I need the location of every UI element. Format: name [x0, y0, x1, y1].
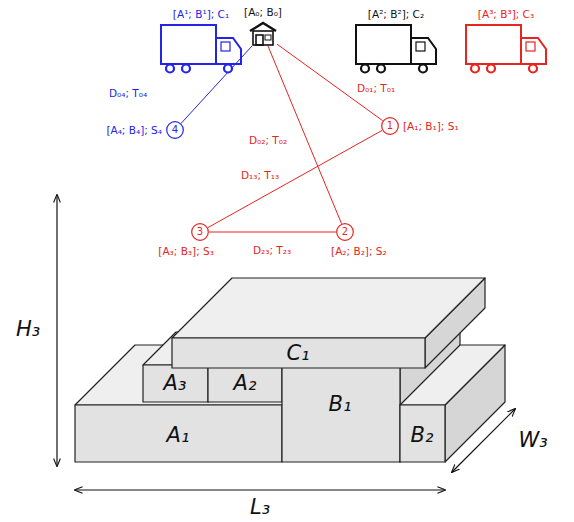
depot-roof [250, 23, 276, 31]
truck-wheel [224, 65, 232, 73]
truck-wheel [487, 65, 495, 73]
truck-cab [216, 38, 241, 64]
box-label: C₁ [286, 342, 309, 365]
box-label: B₁ [329, 393, 352, 416]
truck-window [416, 42, 425, 51]
truck-cab [411, 38, 436, 64]
truck-wheel [182, 65, 190, 73]
truck-cargo [161, 25, 216, 64]
box-label: A₃ [164, 372, 187, 395]
depot-window [265, 35, 271, 40]
truck-wheel [166, 65, 174, 73]
customer-node: 3[A₃; B₃]; S₃ [191, 223, 209, 241]
truck-icon [356, 25, 436, 73]
truck-wheel [471, 65, 479, 73]
edge-label: D₀₂; T₀₂ [247, 134, 289, 147]
box-front [143, 365, 208, 402]
node-label: [A₃; B₃]; S₃ [158, 245, 214, 258]
customer-node: 2[A₂; B₂]; S₂ [336, 223, 354, 241]
node-label: [A₀; B₀] [244, 6, 282, 19]
depot-outline [249, 22, 277, 46]
width-dimension [452, 409, 515, 472]
vehicle-node: [A³; B³]; C₃ [465, 24, 547, 74]
dimension-label: L₃ [250, 496, 270, 519]
customer-node: 1[A₁; B₁]; S₁ [381, 117, 399, 135]
truck-outline [355, 24, 437, 74]
node-number: 4 [172, 124, 178, 136]
dimension-label: W₃ [518, 429, 547, 452]
height-dimension [56, 195, 57, 466]
truck-icon [466, 25, 546, 73]
box-front [172, 338, 425, 368]
truck-window [221, 42, 230, 51]
route-connector [209, 232, 336, 233]
customer-circle [192, 224, 209, 241]
box-front [208, 365, 282, 402]
truck-cab [521, 38, 546, 64]
length-dimension [75, 489, 445, 490]
truck-icon [161, 25, 241, 73]
truck-cargo [356, 25, 411, 64]
node-label: [A³; B³]; C₃ [478, 8, 534, 21]
customer-circle [167, 122, 184, 139]
truck-outline [160, 24, 242, 74]
depot-node: [A₀; B₀] [249, 22, 277, 46]
node-label: [A₄; B₄]; S₄ [106, 124, 162, 137]
truck-outline [465, 24, 547, 74]
edge-label: D₀₄; T₀₄ [107, 87, 149, 100]
box-label: B₂ [411, 424, 434, 447]
truck-wheel [377, 65, 385, 73]
route-connector [208, 130, 382, 227]
truck-wheel [419, 65, 427, 73]
depot-wall [253, 31, 273, 45]
vehicle-node: [A²; B²]; C₂ [355, 24, 437, 74]
edge-label: D₀₁; T₀₁ [355, 82, 397, 95]
node-label: [A²; B²]; C₂ [368, 8, 424, 21]
node-number: 2 [342, 226, 348, 238]
node-number: 1 [387, 120, 393, 132]
truck-window [526, 42, 535, 51]
dimension-label: H₃ [16, 318, 40, 341]
edge-label: D₂₃; T₂₃ [251, 244, 293, 257]
truck-wheel [361, 65, 369, 73]
customer-node: 4[A₄; B₄]; S₄ [166, 121, 184, 139]
depot-door [256, 35, 263, 45]
customer-circle [382, 118, 399, 135]
box-label: A₂ [234, 372, 257, 395]
box-front [75, 405, 282, 462]
customer-circle [337, 224, 354, 241]
node-label: [A¹; B¹]; C₁ [173, 8, 229, 21]
box-top [172, 278, 485, 338]
box-label: A₁ [167, 424, 190, 447]
node-number: 3 [197, 226, 203, 238]
vehicle-node: [A¹; B¹]; C₁ [160, 24, 242, 74]
node-label: [A₂; B₂]; S₂ [331, 245, 387, 258]
edge-label: D₁₃; T₁₃ [239, 169, 281, 182]
truck-cargo [466, 25, 521, 64]
truck-wheel [529, 65, 537, 73]
node-label: [A₁; B₁]; S₁ [403, 120, 459, 133]
box-front [400, 405, 445, 462]
depot-icon [250, 23, 276, 45]
